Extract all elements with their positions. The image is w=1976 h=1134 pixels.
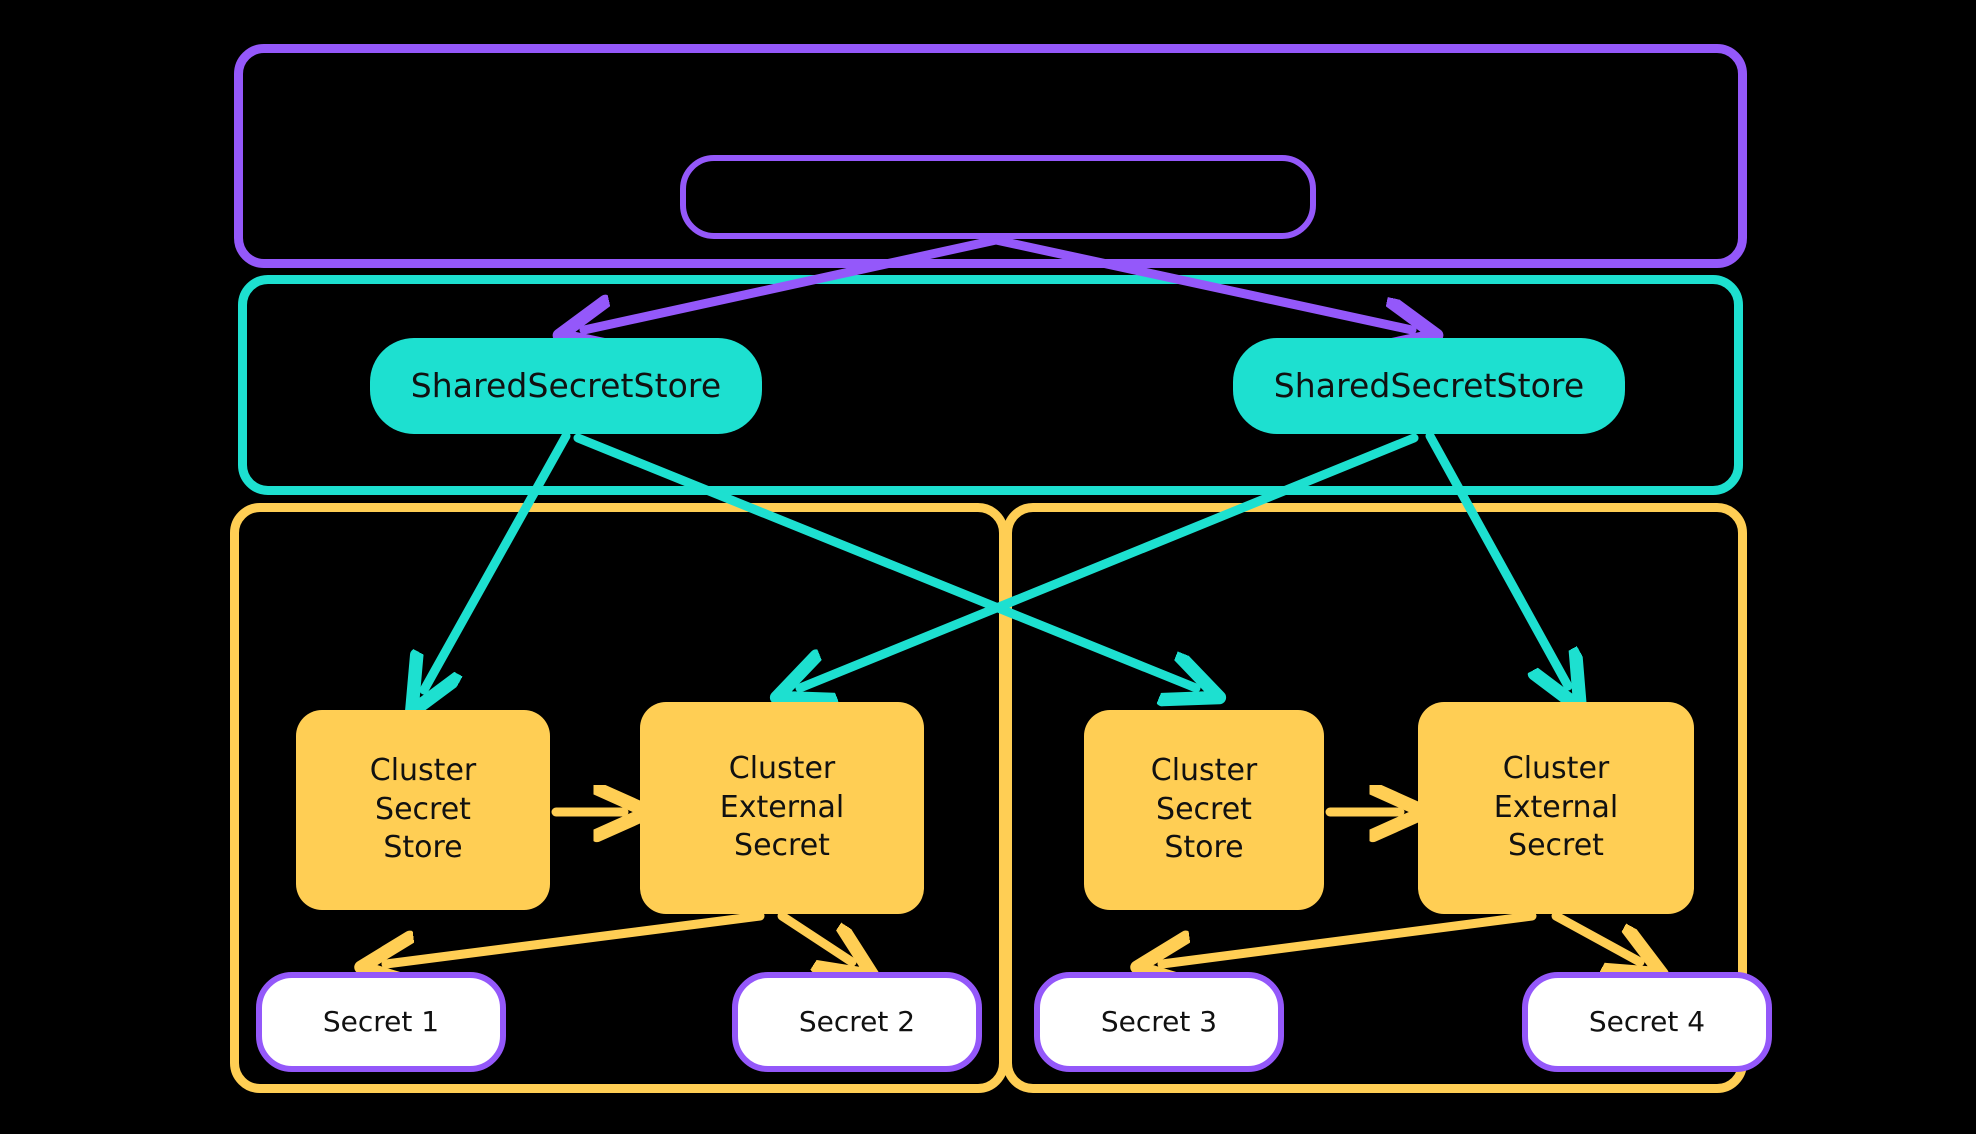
node-secret-3[interactable]: Secret 3	[1034, 972, 1284, 1072]
node-cluster-external-secret-right[interactable]: Cluster External Secret	[1418, 702, 1694, 914]
node-line: Cluster	[1502, 751, 1610, 787]
node-shared-secret-store-right[interactable]: SharedSecretStore	[1233, 338, 1625, 434]
node-line: Secret	[734, 828, 830, 864]
node-cluster-external-secret-left[interactable]: Cluster External Secret	[640, 702, 924, 914]
node-secret-2[interactable]: Secret 2	[732, 972, 982, 1072]
node-empty-top[interactable]	[680, 155, 1316, 239]
node-line: Secret	[1156, 791, 1252, 827]
node-secret-4[interactable]: Secret 4	[1522, 972, 1772, 1072]
node-line: Secret	[375, 791, 471, 827]
node-shared-secret-store-left[interactable]: SharedSecretStore	[370, 338, 762, 434]
node-line: External	[1493, 789, 1619, 825]
node-line: Store	[1164, 830, 1244, 866]
node-secret-1[interactable]: Secret 1	[256, 972, 506, 1072]
node-cluster-secret-store-right[interactable]: Cluster Secret Store	[1084, 710, 1324, 910]
node-line: Store	[383, 830, 463, 866]
node-line: Cluster	[1150, 753, 1258, 789]
node-line: Secret	[1508, 828, 1604, 864]
node-line: Cluster	[728, 751, 836, 787]
node-line: Cluster	[369, 753, 477, 789]
node-cluster-secret-store-left[interactable]: Cluster Secret Store	[296, 710, 550, 910]
node-line: External	[719, 789, 845, 825]
